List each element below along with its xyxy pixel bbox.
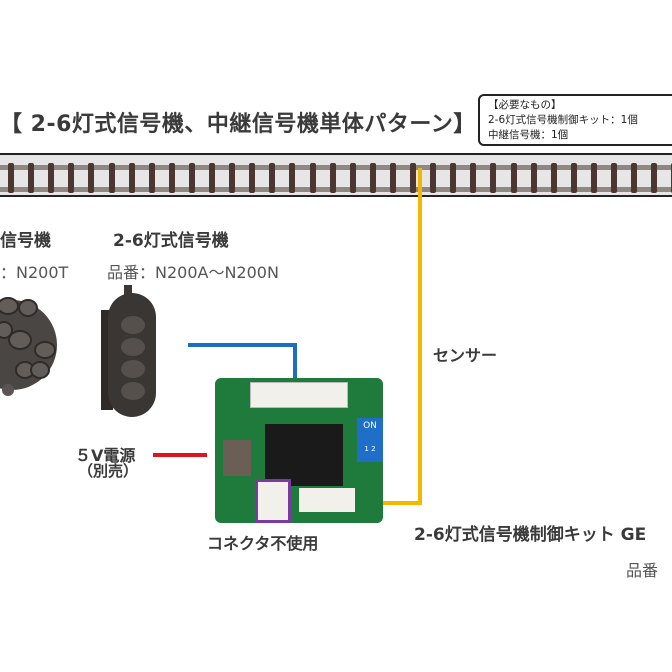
red-power-wire <box>153 453 207 457</box>
power-note: （別売） <box>78 462 139 480</box>
relay-signal-part: ：N200T <box>0 263 69 282</box>
requirements-box: 【必要なもの】 2-6灯式信号機制御キット：1個 中継信号機：1個 <box>478 94 672 146</box>
blue-wire-vertical <box>293 343 297 389</box>
track-tie <box>148 163 155 193</box>
track-tie <box>249 163 256 193</box>
track-tie <box>349 163 356 193</box>
track-tie <box>8 163 14 193</box>
connector-top <box>250 382 348 408</box>
dip-on-label: ON <box>363 421 377 431</box>
ic-socket <box>265 424 343 486</box>
track-tie <box>309 163 316 193</box>
track-tie <box>550 163 557 193</box>
dip-1-label: 1 <box>364 445 369 453</box>
page-title: 【 2-6灯式信号機、中継信号機単体パターン】 <box>0 112 476 137</box>
track-tie <box>389 163 396 193</box>
track-tie <box>369 163 376 193</box>
track-tie <box>590 163 597 193</box>
track-tie <box>68 163 75 193</box>
track-tie <box>128 163 135 193</box>
kit-name: 2-6灯式信号機制御キット GE <box>414 525 647 545</box>
track-tie <box>209 163 215 193</box>
track-tie <box>470 163 477 193</box>
requirement-item: 中継信号機：1個 <box>488 129 569 141</box>
requirements-heading: 【必要なもの】 <box>488 99 562 111</box>
usb-power-connector <box>223 440 251 476</box>
railway-track <box>0 153 672 197</box>
track-tie <box>410 163 416 193</box>
connector-unused-label: コネクタ不使用 <box>207 534 319 553</box>
yellow-sensor-wire <box>418 168 422 504</box>
signal-2-6-image <box>101 285 156 417</box>
track-tie <box>631 163 638 193</box>
relay-signal-image <box>0 297 57 396</box>
track-tie <box>108 163 115 193</box>
relay-signal-name: 信号機 <box>0 231 51 251</box>
sensor-connector <box>299 488 355 512</box>
track-tie <box>430 163 437 193</box>
dip-2-label: 2 <box>371 445 376 453</box>
track-tie <box>229 163 236 193</box>
track-tie <box>530 163 537 193</box>
track-tie <box>28 163 35 193</box>
track-tie <box>168 163 175 193</box>
requirement-item: 2-6灯式信号機制御キット：1個 <box>488 114 638 126</box>
control-board-pcb: ON 1 2 <box>215 378 383 523</box>
signal-2-6-name: 2-6灯式信号機 <box>113 231 229 251</box>
dip-switch[interactable]: ON 1 2 <box>357 418 383 462</box>
track-tie <box>490 163 497 193</box>
track-tie <box>450 163 457 193</box>
track-tie <box>570 163 577 193</box>
track-tie <box>611 163 617 193</box>
track-tie <box>269 163 276 193</box>
blue-wire <box>188 343 297 347</box>
power-label: ５V電源 <box>75 446 136 465</box>
track-tie <box>88 163 95 193</box>
track-tie <box>651 163 658 193</box>
kit-part: 品番 <box>626 561 659 580</box>
track-tie <box>329 163 336 193</box>
signal-2-6-part: 品番：N200A～N200N <box>107 263 279 282</box>
track-tie <box>48 163 55 193</box>
track-tie <box>510 163 517 193</box>
unused-connector <box>255 479 291 523</box>
track-tie <box>188 163 195 193</box>
sensor-label: センサー <box>433 346 498 365</box>
track-tie <box>289 163 296 193</box>
